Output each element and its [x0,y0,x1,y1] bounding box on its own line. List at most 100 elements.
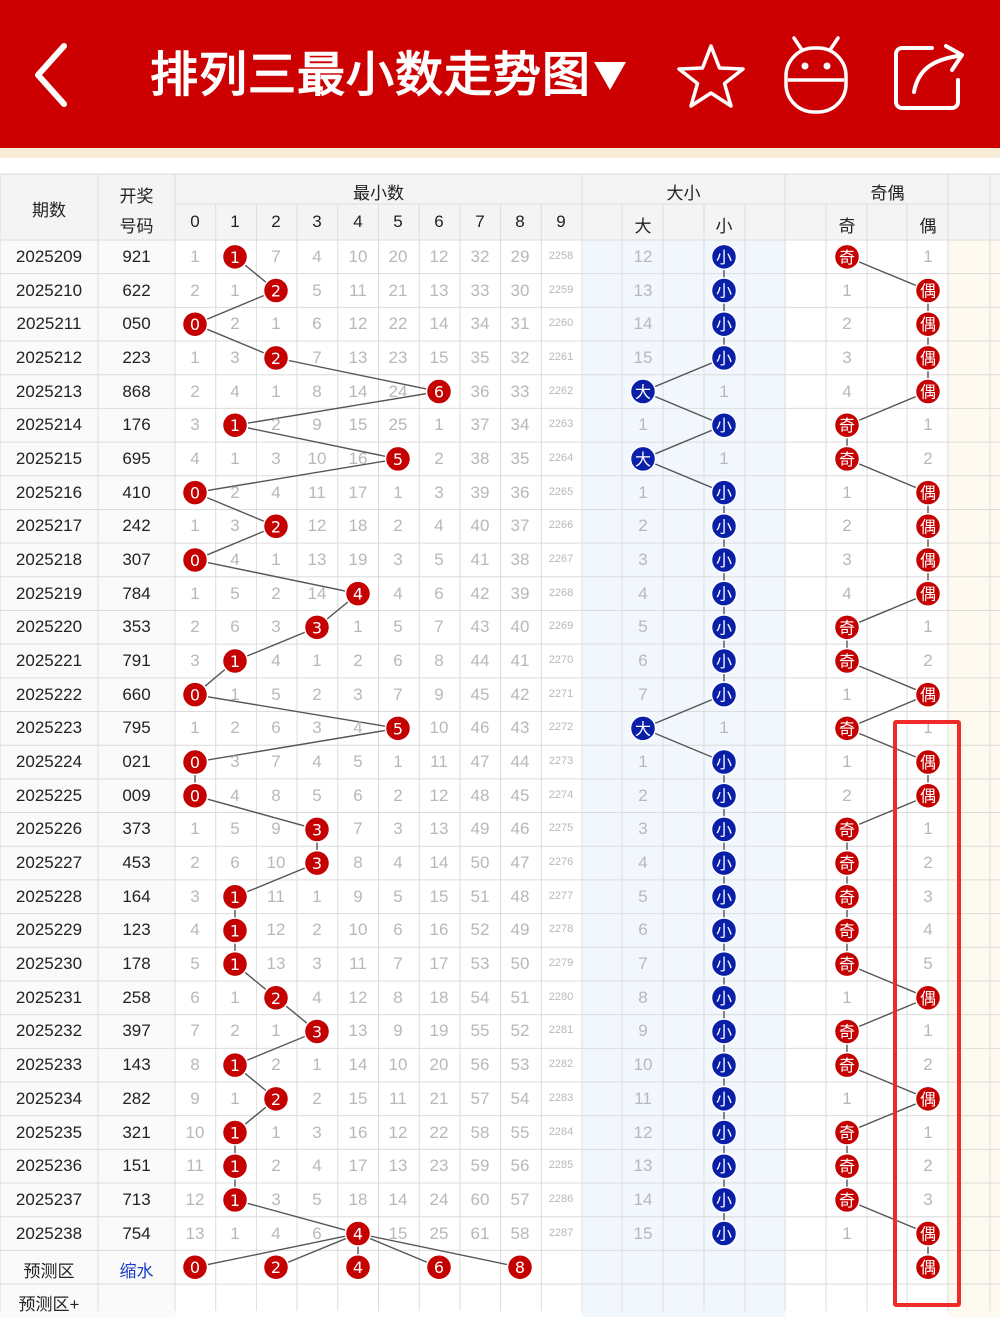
miss-count: 6 [393,920,403,940]
bigsmall-ball-circle [710,479,738,506]
miss-count: 2276 [548,856,574,869]
bigsmall-miss: 15 [633,1223,653,1243]
bigsmall-ball: 小 [710,1186,738,1214]
bigsmall-ball-label: 小 [716,517,732,536]
bigsmall-miss: 1 [719,381,729,401]
oddeven-miss: 1 [923,246,933,266]
miss-count: 18 [429,987,449,1007]
oddeven-ball-label: 奇 [839,248,855,267]
oddeven-ball: 偶 [914,513,942,540]
miss-count: 43 [470,617,490,637]
min-ball-circle [221,1119,249,1146]
miss-count: 4 [312,246,322,266]
bigsmall-ball-label: 大 [635,719,651,738]
star-icon[interactable] [676,42,746,112]
miss-count: 40 [470,516,490,536]
miss-count: 10 [429,718,449,738]
bigsmall-ball-circle [710,411,738,439]
draw-number: 660 [122,684,151,704]
miss-count: 1 [230,684,240,704]
robot-icon[interactable] [780,34,852,116]
miss-count: 3 [312,954,322,974]
miss-count: 16 [348,448,368,468]
bigsmall-ball-circle [710,513,738,540]
bigsmall-ball: 小 [710,614,738,641]
min-ball: 3 [303,614,331,641]
issue-number: 2025216 [15,482,83,502]
miss-count: 4 [230,549,240,569]
issue-number: 2025213 [15,381,83,401]
bigsmall-miss: 4 [638,583,648,603]
miss-count: 18 [348,1189,368,1209]
issue-number: 2025235 [15,1122,83,1142]
oddeven-ball: 奇 [833,1051,861,1079]
bigsmall-ball: 大 [629,445,657,473]
bigsmall-ball-circle [710,1119,738,1146]
bigsmall-ball-circle [710,580,738,607]
miss-count: 6 [393,651,403,670]
min-ball-label: 2 [271,349,281,368]
oddeven-miss: 2 [842,785,852,805]
miss-count: 47 [470,752,490,772]
miss-count: 2 [271,415,281,435]
miss-count: 4 [434,516,444,536]
miss-count: 22 [388,314,408,334]
min-ball: 0 [181,479,209,506]
miss-count: 4 [230,785,240,805]
min-ball-label: 5 [393,719,403,738]
miss-count: 17 [348,482,368,502]
miss-count: 3 [271,617,281,637]
miss-count: 2270 [548,654,574,666]
dropdown-arrow-icon[interactable] [590,58,630,94]
bigsmall-miss: 13 [633,280,653,300]
miss-count: 8 [190,1055,200,1075]
miss-count: 16 [348,1122,368,1142]
bigsmall-ball: 小 [710,1119,738,1146]
min-ball: 2 [262,984,290,1012]
bigsmall-ball: 小 [710,1085,738,1113]
miss-count: 14 [348,1055,368,1075]
min-ball-circle [384,715,412,742]
miss-count: 6 [230,853,240,873]
oddeven-ball: 奇 [833,849,861,877]
draw-number: 242 [122,516,151,536]
bigsmall-ball-label: 小 [716,1056,732,1075]
miss-count: 3 [271,1189,281,1209]
miss-count: 2 [230,314,240,334]
oddeven-ball: 偶 [914,1220,942,1247]
back-icon[interactable] [28,40,78,110]
min-ball: 3 [303,816,331,843]
min-ball: 4 [344,1220,372,1247]
predict-ball: 6 [425,1253,453,1281]
miss-count: 49 [510,920,530,940]
min-ball-label: 1 [230,1157,240,1176]
predict-shrink-link[interactable]: 缩水 [119,1262,154,1282]
min-ball-label: 3 [312,854,322,873]
page-title[interactable]: 排列三最小数走势图 [150,49,592,102]
predict-ball: 4 [344,1253,372,1281]
predict-line [194,1232,359,1268]
draw-number: 622 [122,280,151,300]
miss-count: 44 [510,752,530,772]
oddeven-miss: 2 [923,1156,933,1176]
min-ball: 1 [221,917,249,944]
miss-count: 2275 [548,822,574,835]
miss-count: 11 [349,954,367,974]
min-ball-circle [303,849,331,877]
miss-count: 2 [312,920,322,940]
miss-count: 6 [190,987,200,1007]
miss-count: 2260 [548,317,574,330]
miss-count: 2283 [548,1091,574,1104]
miss-count: 5 [353,752,363,772]
miss-count: 15 [429,347,449,367]
oddeven-header-1: 偶 [919,217,937,236]
miss-count: 19 [429,1021,449,1041]
share-icon[interactable] [892,40,970,112]
bigsmall-ball-circle [710,647,738,675]
bigsmall-ball-circle [629,445,657,473]
bigsmall-ball-circle [710,310,738,338]
oddeven-header-0: 奇 [838,217,856,236]
miss-count: 1 [190,583,200,603]
miss-count: 24 [388,381,408,401]
bigsmall-ball-label: 小 [716,282,732,301]
